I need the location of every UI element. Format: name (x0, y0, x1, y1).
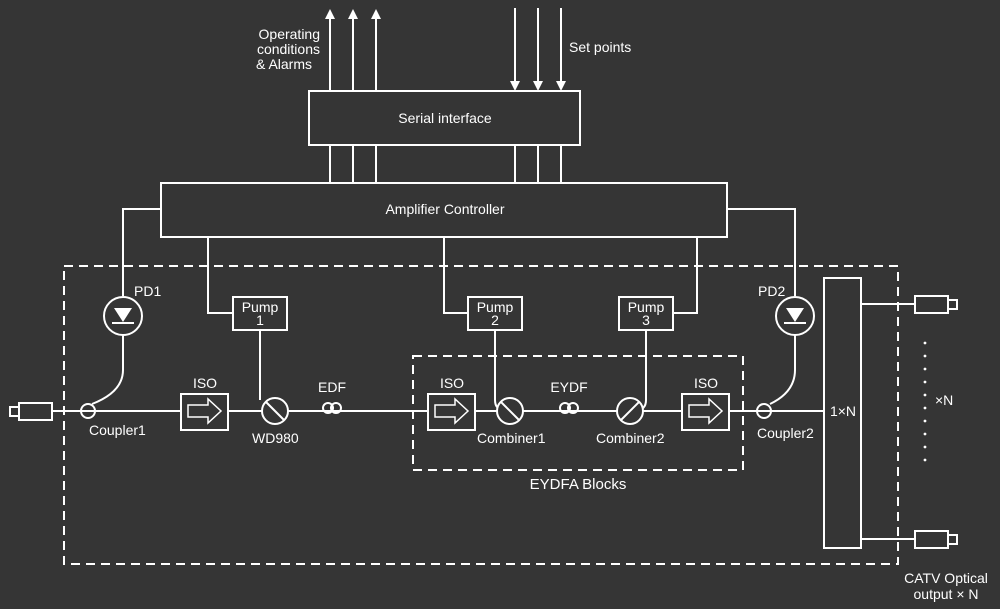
wd980-label: WD980 (252, 430, 299, 446)
combiner1-label: Combiner1 (477, 430, 546, 446)
isolator-2-icon (427, 393, 476, 431)
output-connector-bottom-icon (914, 530, 958, 549)
combiner1-icon (496, 397, 524, 425)
amplifier-controller-box (160, 182, 728, 238)
combiner2-icon (616, 397, 644, 425)
serial-interface-label: Serial interface (398, 110, 492, 126)
iso-3-label: ISO (694, 375, 718, 391)
edf-coil-icon (322, 402, 342, 414)
coupler2-icon (756, 403, 772, 419)
isolator-3-icon (681, 393, 730, 431)
times-n-label: ×N (935, 392, 953, 408)
combiner2-label: Combiner2 (596, 430, 665, 446)
splitter-box (823, 277, 862, 549)
isolator-1-icon (180, 393, 229, 431)
output-connector-top-icon (914, 295, 958, 314)
coupler2-label: Coupler2 (757, 425, 814, 441)
pump-1-box (232, 296, 288, 331)
pd2-label: PD2 (758, 283, 785, 299)
module-boundary (63, 265, 899, 565)
eydf-label: EYDF (550, 379, 587, 395)
pd2-photodiode-icon (775, 296, 815, 336)
coupler1-icon (80, 403, 96, 419)
input-connector-icon (9, 402, 53, 421)
set-points-label: Set points (569, 39, 631, 55)
setpoint-input-lines (510, 8, 566, 183)
pd1-label: PD1 (134, 283, 161, 299)
amplifier-controller-label: Amplifier Controller (385, 201, 504, 217)
coupler1-label: Coupler1 (89, 422, 146, 438)
output-ellipsis (923, 341, 927, 462)
eydfa-blocks-label: EYDFA Blocks (530, 476, 627, 493)
iso-2-label: ISO (440, 375, 464, 391)
eydf-coil-icon (559, 402, 579, 414)
splitter-label: 1×N (830, 403, 856, 419)
serial-interface-box (308, 90, 581, 146)
iso-1-label: ISO (193, 375, 217, 391)
eydfa-blocks-boundary (412, 355, 744, 471)
edf-label: EDF (318, 379, 346, 395)
wd980-icon (261, 397, 289, 425)
pd1-photodiode-icon (103, 296, 143, 336)
